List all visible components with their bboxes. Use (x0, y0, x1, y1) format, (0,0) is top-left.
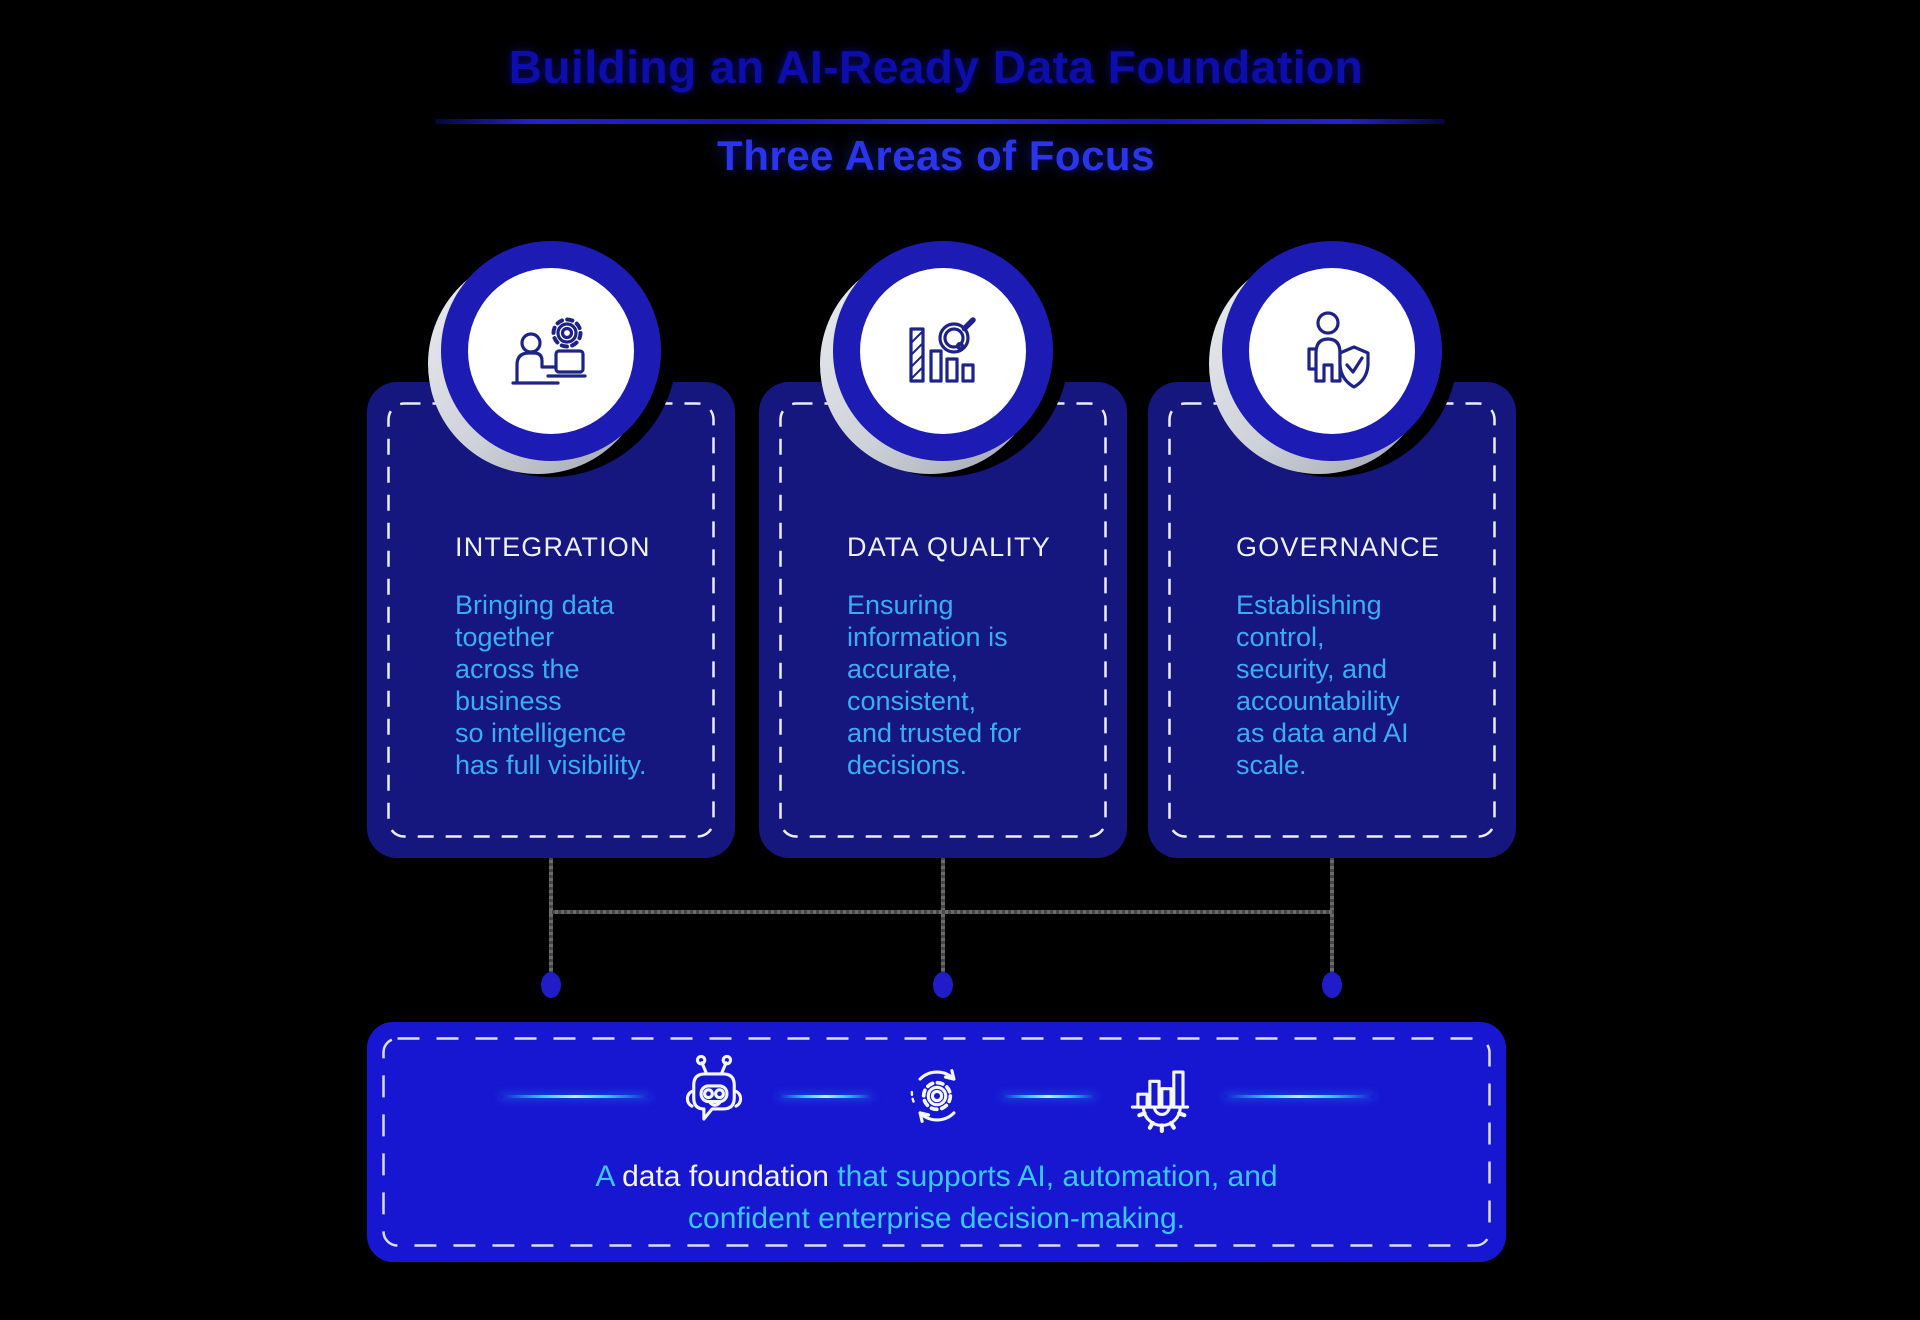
card-governance: GOVERNANCE Establishing control, securit… (1148, 225, 1516, 858)
connector-line-vertical-2 (941, 855, 945, 977)
connector-dot-2 (933, 972, 953, 998)
card-description-line: and trusted for (847, 718, 1022, 748)
card-description-line: so intelligence (455, 718, 627, 748)
banner-text-line2: confident enterprise decision-making. (688, 1202, 1185, 1235)
divider-glow-line (1000, 1094, 1096, 1098)
data-quality-badge-circle (833, 241, 1053, 461)
main-title: Building an AI-Ready Data Foundation (508, 41, 1364, 93)
card-title: DATA QUALITY (847, 532, 1051, 562)
card-description-line: security, and (1236, 654, 1388, 684)
card-description-line: together (455, 622, 555, 652)
divider-glow-line (499, 1094, 650, 1098)
card-description-line: control, (1236, 622, 1325, 652)
chart-gear-icon (1130, 1070, 1189, 1134)
card-title: GOVERNANCE (1236, 532, 1441, 562)
connector-line-horizontal (549, 910, 1334, 914)
governance-badge-circle (1222, 241, 1442, 461)
title-underline (435, 119, 1445, 124)
card-description-line: Ensuring (847, 590, 954, 620)
robot-icon (685, 1054, 742, 1121)
card-description-line: accurate, (847, 654, 959, 684)
summary-banner: A data foundation that supports AI, auto… (367, 1022, 1506, 1262)
person-shield-check-icon (1307, 311, 1370, 389)
card-integration: INTEGRATION Bringing data together acros… (367, 225, 735, 858)
card-description-line: scale. (1236, 750, 1307, 780)
section-subtitle: Three Areas of Focus (717, 132, 1155, 179)
connector-line-vertical-3 (1330, 855, 1334, 977)
card-description-line: Establishing (1236, 590, 1382, 620)
integration-badge-circle (441, 241, 661, 461)
card-description-line: as data and AI (1236, 718, 1409, 748)
bar-chart-magnifier-icon (909, 317, 976, 383)
person-laptop-gear-icon (511, 317, 587, 385)
badge-inner-circle (860, 268, 1026, 434)
divider-glow-line (1223, 1094, 1374, 1098)
banner-icon-row (367, 1046, 1506, 1146)
badge-inner-circle (1249, 268, 1415, 434)
card-description-line: consistent, (847, 686, 977, 716)
connector-dot-1 (541, 972, 561, 998)
banner-text-line1: A data foundation that supports AI, auto… (595, 1160, 1278, 1193)
card-description-line: Bringing data (455, 590, 615, 620)
card-data-quality: DATA QUALITY Ensuring information is acc… (759, 225, 1127, 858)
banner-text: A data foundation that supports AI, auto… (367, 1156, 1506, 1240)
gear-sync-icon (910, 1069, 955, 1123)
card-description-line: information is (847, 622, 1008, 652)
card-description-line: business (455, 686, 562, 716)
card-description-line: decisions. (847, 750, 968, 780)
connector-dot-3 (1322, 972, 1342, 998)
card-description-line: across the (455, 654, 580, 684)
divider-glow-line (777, 1094, 873, 1098)
banner-dashed-border (382, 1037, 1491, 1247)
card-description-line: has full visibility. (455, 750, 647, 780)
connector-line-vertical-1 (549, 855, 553, 977)
card-description-line: accountability (1236, 686, 1400, 716)
badge-inner-circle (468, 268, 634, 434)
card-title: INTEGRATION (455, 532, 651, 562)
